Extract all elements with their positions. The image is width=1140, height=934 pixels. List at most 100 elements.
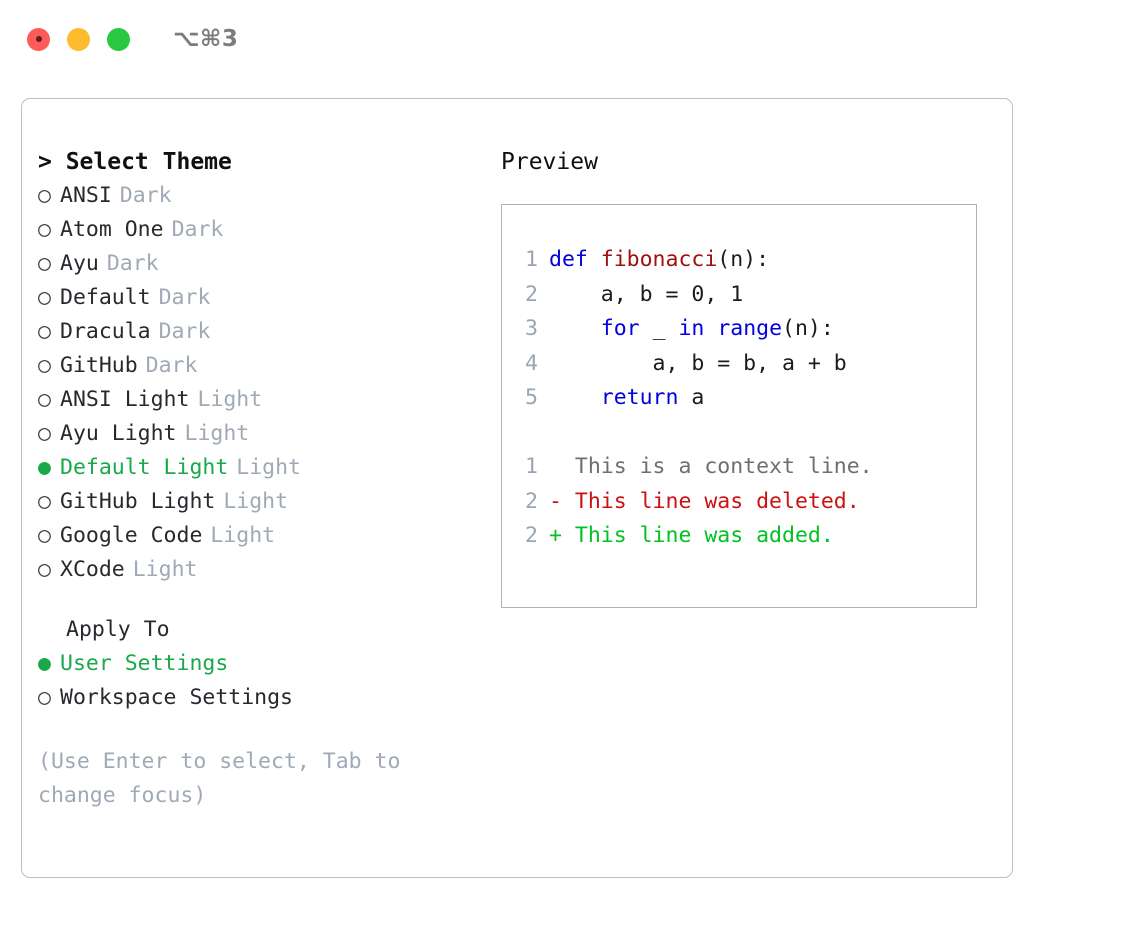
code-token [549,385,601,410]
code-line: 2 a, b = 0, 1 [502,278,976,313]
theme-option-label: Ayu Light [60,421,177,446]
theme-option-label: Default [60,285,151,310]
radio-unselected-icon: ○ [38,285,51,310]
radio-unselected-icon: ○ [38,217,51,242]
apply-to-option-label: User Settings [60,651,229,676]
theme-option[interactable]: ● Default Light Light [38,451,468,485]
theme-option[interactable]: ○ Atom One Dark [38,213,468,247]
select-theme-heading: > Select Theme [38,149,232,175]
theme-option-label: GitHub Light [60,489,216,514]
theme-option-tag: Light [223,489,289,514]
radio-unselected-icon: ○ [38,523,51,548]
code-line: 2 + This line was added. [502,519,976,554]
code-token: range [717,316,783,341]
maximize-button[interactable] [107,27,130,51]
code-text: a, b = b, a + b [549,347,847,382]
line-number: 4 [525,350,538,376]
theme-option-tag: Light [236,455,302,480]
code-token [549,316,601,341]
line-number: 3 [525,316,538,341]
theme-option-label: Google Code [60,523,203,548]
code-line: 5 return a [502,381,976,416]
code-token: (n): [782,316,834,341]
radio-unselected-icon: ○ [38,387,51,412]
radio-unselected-icon: ○ [38,421,51,446]
theme-option[interactable]: ○ XCode Light [38,553,468,587]
theme-option-label: ANSI Light [60,387,190,412]
radio-unselected-icon: ○ [38,685,51,710]
theme-option-tag: Dark [158,285,211,310]
apply-to-option[interactable]: ○ Workspace Settings [38,681,468,715]
code-line: 1 This is a context line. [502,450,976,485]
line-number: 2 [525,488,538,514]
theme-option-label: GitHub [60,353,138,378]
code-text: def fibonacci(n): [549,243,769,278]
code-token: (n): [717,247,770,272]
code-token: for [600,316,640,341]
window-titlebar: ⌥⌘3 [0,0,1140,78]
apply-to-option[interactable]: ● User Settings [38,647,468,681]
code-token [704,316,717,341]
theme-option-tag: Light [132,557,198,582]
code-token: _ [639,316,679,341]
close-button[interactable] [27,27,50,51]
code-token: return [600,385,679,410]
code-token: a, b = b, a + b [549,350,847,376]
minimize-button[interactable] [67,27,90,51]
preview-heading: Preview [501,149,598,175]
theme-option-label: Atom One [60,217,164,242]
shortcut-label: ⌥⌘3 [173,26,239,52]
diff-line-context: This is a context line. [549,454,873,479]
code-line: 3 for _ in range(n): [502,312,976,347]
line-number: 5 [525,385,538,410]
radio-unselected-icon: ○ [38,251,51,276]
line-number: 2 [525,523,538,548]
code-token: in [678,316,705,341]
apply-to-option-label: Workspace Settings [60,685,293,710]
theme-option[interactable]: ○ Ayu Dark [38,247,468,281]
keyboard-hint: (Use Enter to select, Tab to change focu… [38,749,414,808]
theme-option[interactable]: ○ Default Dark [38,281,468,315]
diff-line-added: + This line was added. [549,523,834,548]
code-spacer [502,416,976,451]
code-line: 2- This line was deleted. [502,485,976,520]
theme-option-label: Ayu [60,251,99,276]
radio-unselected-icon: ○ [38,353,51,378]
theme-option-tag: Dark [106,251,159,276]
theme-option-tag: Light [210,523,276,548]
theme-option-tag: Light [184,421,250,446]
line-number: 1 [525,247,538,272]
theme-option[interactable]: ○ GitHub Light Light [38,485,468,519]
theme-option[interactable]: ○ Ayu Light Light [38,417,468,451]
theme-option-label: Default Light [60,455,229,480]
theme-option[interactable]: ○ Google Code Light [38,519,468,553]
code-token: a [678,385,705,410]
code-text: return a [549,381,705,416]
radio-selected-icon: ● [38,455,51,480]
theme-option-tag: Dark [171,217,224,242]
code-text: a, b = 0, 1 [549,278,743,313]
radio-unselected-icon: ○ [38,319,51,344]
apply-to-list: ● User Settings ○ Workspace Settings [38,647,468,715]
apply-to-heading: Apply To [66,617,170,642]
radio-unselected-icon: ○ [38,557,51,582]
radio-selected-icon: ● [38,651,51,676]
theme-option-label: Dracula [60,319,151,344]
window-controls [27,27,130,51]
code-token: a, b = 0, 1 [549,281,744,307]
code-token: def [549,247,601,272]
radio-unselected-icon: ○ [38,489,51,514]
code-line: 1 def fibonacci(n): [502,243,976,278]
radio-unselected-icon: ○ [38,183,51,208]
theme-option-label: XCode [60,557,125,582]
